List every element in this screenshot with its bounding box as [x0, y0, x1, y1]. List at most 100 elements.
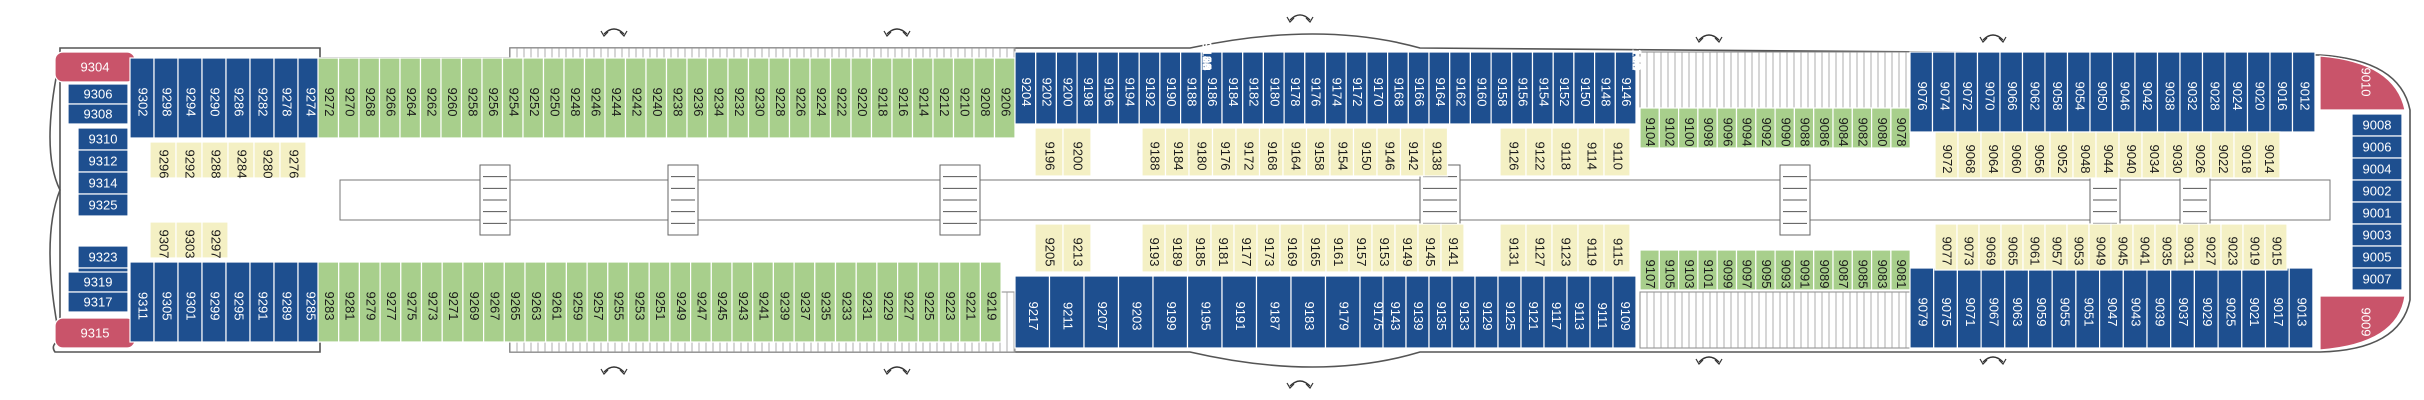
mid-top-cabin-9252[interactable]: 9252 [522, 57, 545, 139]
bow-bottom-cabin-9091[interactable]: 9091 [1793, 249, 1815, 291]
mid-top-cabin-9212[interactable]: 9212 [932, 57, 955, 139]
mid-top-cabin-9246[interactable]: 9246 [583, 57, 606, 139]
mid-bottom-cabin-9263[interactable]: 9263 [524, 261, 547, 343]
bow-bottom-cabin-9025[interactable]: 9025 [2217, 267, 2243, 349]
mid-bottom-cabin-9253[interactable]: 9253 [627, 261, 650, 343]
fwd-top-inside-cabin-9158[interactable]: 9158 [1305, 127, 1331, 177]
stern-cabin-9312[interactable]: 9312 [77, 149, 129, 173]
bow-top-cabin-9098[interactable]: 9098 [1697, 107, 1718, 149]
fwd-top-x-cabin-9124[interactable]: 9124 [1630, 42, 1645, 71]
aft-top-cabin-9302[interactable]: 9302 [129, 57, 155, 139]
fwd-top-cabin-9146[interactable]: 9146 [1614, 51, 1637, 125]
fwd-top-cabin-9166[interactable]: 9166 [1407, 51, 1430, 125]
bow-top-inside-cabin-9030[interactable]: 9030 [2164, 131, 2189, 179]
bow-bottom-cabin-9021[interactable]: 9021 [2241, 267, 2267, 349]
bow-bottom-cabin-9071[interactable]: 9071 [1956, 267, 1982, 349]
bow-bottom-cabin-9107[interactable]: 9107 [1639, 249, 1660, 291]
bow-top-cabin-9042[interactable]: 9042 [2134, 51, 2159, 133]
mid-top-cabin-9240[interactable]: 9240 [645, 57, 668, 139]
bow-top-cabin-9020[interactable]: 9020 [2246, 51, 2271, 133]
fwd-top-cabin-9176[interactable]: 9176 [1304, 51, 1327, 125]
fwd-top-cabin-9188[interactable]: 9188 [1179, 51, 1202, 125]
fwd-bottom-inside-cabin-9127[interactable]: 9127 [1525, 223, 1553, 273]
fwd-bottom-cabin-9199[interactable]: 9199 [1152, 275, 1189, 349]
bow-top-cabin-9088[interactable]: 9088 [1793, 107, 1815, 149]
fwd-bottom-inside-cabin-9193[interactable]: 9193 [1141, 223, 1166, 273]
fwd-top-x-cabin-9110[interactable]: 9110 [1630, 42, 1645, 70]
mid-bottom-cabin-9247[interactable]: 9247 [689, 261, 712, 343]
bow-top-cabin-9092[interactable]: 9092 [1755, 107, 1776, 149]
mid-bottom-cabin-9231[interactable]: 9231 [855, 261, 878, 343]
fwd-top-x-cabin-9138[interactable]: 9138 [1630, 42, 1645, 71]
aft-bottom-cabin-9301[interactable]: 9301 [177, 261, 203, 343]
mid-bottom-cabin-9251[interactable]: 9251 [648, 261, 671, 343]
fwd-bottom-inside-cabin-9149[interactable]: 9149 [1394, 223, 1419, 273]
bow-suite-9010[interactable]: 9010 [2319, 55, 2406, 111]
bow-top-cabin-9102[interactable]: 9102 [1658, 107, 1680, 149]
bow-top-cabin-9016[interactable]: 9016 [2269, 51, 2294, 133]
bow-top-cabin-9032[interactable]: 9032 [2179, 51, 2204, 133]
bow-top-cabin-9066[interactable]: 9066 [1999, 51, 2024, 133]
mid-top-cabin-9236[interactable]: 9236 [686, 57, 709, 139]
fwd-top-inside-cabin-9138[interactable]: 9138 [1423, 127, 1449, 177]
fwd-top-cabin-9186[interactable]: 9186 [1200, 51, 1223, 125]
fwd-top-cabin-9160[interactable]: 9160 [1469, 51, 1492, 125]
bow-bottom-inside-cabin-9065[interactable]: 9065 [2000, 223, 2024, 271]
fwd-top-cabin-9150[interactable]: 9150 [1573, 51, 1596, 125]
fwd-top-inside-cabin-9168[interactable]: 9168 [1258, 127, 1284, 177]
bow-cabin-9007[interactable]: 9007 [2351, 267, 2403, 291]
bow-bottom-cabin-9063[interactable]: 9063 [2004, 267, 2030, 349]
mid-bottom-cabin-9269[interactable]: 9269 [462, 261, 485, 343]
fwd-bottom-inside-cabin-9131[interactable]: 9131 [1499, 223, 1527, 273]
bow-bottom-cabin-9051[interactable]: 9051 [2075, 267, 2101, 349]
mid-top-cabin-9242[interactable]: 9242 [624, 57, 647, 139]
bow-bottom-cabin-9101[interactable]: 9101 [1697, 249, 1718, 291]
bow-bottom-cabin-9067[interactable]: 9067 [1980, 267, 2006, 349]
bow-bottom-cabin-9037[interactable]: 9037 [2170, 267, 2195, 349]
fwd-top-inside-cabin-9164[interactable]: 9164 [1282, 127, 1308, 177]
fwd-bottom-inside-cabin-9157[interactable]: 9157 [1348, 223, 1373, 273]
mid-bottom-cabin-9249[interactable]: 9249 [669, 261, 692, 343]
mid-bottom-cabin-9243[interactable]: 9243 [731, 261, 754, 343]
bow-bottom-cabin-9017[interactable]: 9017 [2264, 267, 2290, 349]
mid-top-cabin-9208[interactable]: 9208 [973, 57, 996, 139]
fwd-top-cabin-9148[interactable]: 9148 [1593, 51, 1616, 125]
mid-top-cabin-9256[interactable]: 9256 [481, 57, 504, 139]
mid-bottom-cabin-9281[interactable]: 9281 [338, 261, 361, 343]
bow-bottom-cabin-9083[interactable]: 9083 [1870, 249, 1892, 291]
bow-top-cabin-9080[interactable]: 9080 [1870, 107, 1892, 149]
bow-bottom-inside-cabin-9049[interactable]: 9049 [2088, 223, 2112, 271]
mid-top-cabin-9230[interactable]: 9230 [747, 57, 770, 139]
stern-cabin-9308[interactable]: 9308 [67, 103, 129, 125]
fwd-top-x-cabin-9140[interactable]: 9140 [1630, 42, 1645, 71]
bow-bottom-inside-cabin-9019[interactable]: 9019 [2242, 223, 2266, 271]
mid-bottom-cabin-9265[interactable]: 9265 [503, 261, 526, 343]
fwd-bottom-cabin-9117[interactable]: 9117 [1543, 275, 1568, 349]
mid-top-cabin-9268[interactable]: 9268 [358, 57, 381, 139]
fwd-bottom-cabin-9191[interactable]: 9191 [1221, 275, 1258, 349]
bow-cabin-9005[interactable]: 9005 [2351, 245, 2403, 269]
fwd-top-cabin-9162[interactable]: 9162 [1449, 51, 1471, 125]
mid-top-cabin-9210[interactable]: 9210 [952, 57, 975, 139]
mid-top-cabin-9228[interactable]: 9228 [768, 57, 791, 139]
fwd-bottom-cabin-9121[interactable]: 9121 [1520, 275, 1545, 349]
fwd-top-inside-cabin-9200[interactable]: 9200 [1062, 127, 1092, 177]
fwd-top-inside-cabin-9114[interactable]: 9114 [1577, 127, 1605, 177]
bow-bottom-cabin-9043[interactable]: 9043 [2122, 267, 2148, 349]
bow-top-inside-cabin-9052[interactable]: 9052 [2049, 131, 2074, 179]
stern-suite-9315[interactable]: 9315 [54, 317, 136, 349]
bow-top-cabin-9058[interactable]: 9058 [2044, 51, 2069, 133]
mid-bottom-cabin-9277[interactable]: 9277 [379, 261, 402, 343]
bow-top-cabin-9050[interactable]: 9050 [2089, 51, 2114, 133]
mid-bottom-cabin-9257[interactable]: 9257 [586, 261, 609, 343]
fwd-bottom-inside-cabin-9169[interactable]: 9169 [1279, 223, 1304, 273]
bow-bottom-cabin-9059[interactable]: 9059 [2027, 267, 2053, 349]
stern-cabin-9314[interactable]: 9314 [77, 171, 129, 195]
bow-top-cabin-9074[interactable]: 9074 [1931, 51, 1956, 133]
mid-top-cabin-9222[interactable]: 9222 [829, 57, 852, 139]
fwd-top-cabin-9200[interactable]: 9200 [1055, 51, 1078, 125]
bow-bottom-cabin-9079[interactable]: 9079 [1909, 267, 1935, 349]
fwd-top-x-cabin-9126[interactable]: 9126 [1630, 42, 1645, 71]
bow-cabin-9001[interactable]: 9001 [2351, 201, 2403, 225]
aft-bottom-cabin-9299[interactable]: 9299 [201, 261, 227, 343]
